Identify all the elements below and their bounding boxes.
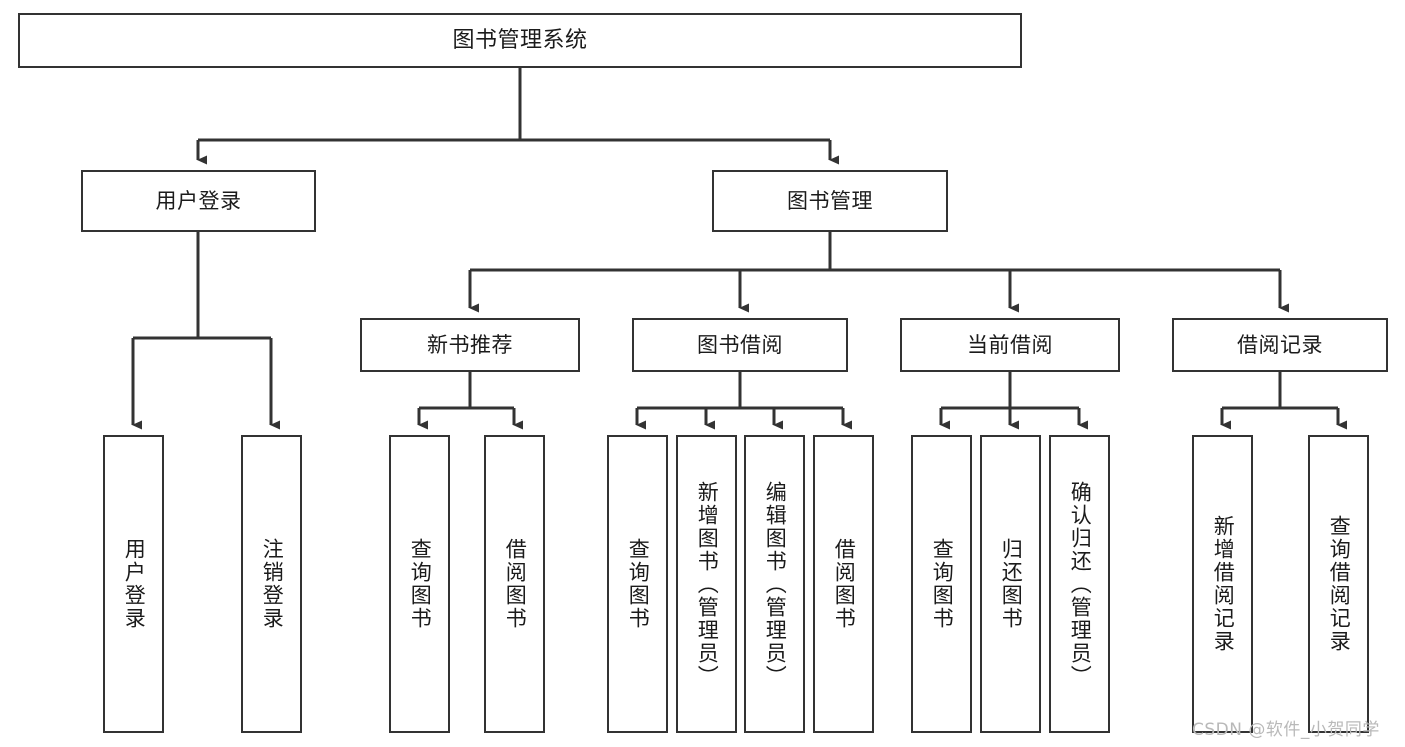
node-user-login-label: 用户登录 xyxy=(155,188,242,213)
node-book-borrow[interactable]: 图书借阅 xyxy=(632,318,848,372)
leaf-current-return-book-label: 归还图书 xyxy=(999,538,1024,630)
leaf-records-query-record-label: 查询借阅记录 xyxy=(1327,515,1352,653)
leaf-current-confirm-return-label: 确认归还（管理员） xyxy=(1068,480,1093,688)
leaf-user-login-login[interactable]: 用户登录 xyxy=(103,435,164,733)
leaf-recommend-query-book-label: 查询图书 xyxy=(408,538,433,630)
node-new-book-recommend[interactable]: 新书推荐 xyxy=(360,318,580,372)
leaf-borrow-borrow-book-label: 借阅图书 xyxy=(832,538,857,630)
node-book-borrow-label: 图书借阅 xyxy=(697,332,783,357)
leaf-records-query-record[interactable]: 查询借阅记录 xyxy=(1308,435,1369,733)
leaf-user-login-login-label: 用户登录 xyxy=(122,538,147,630)
leaf-recommend-borrow-book-label: 借阅图书 xyxy=(503,538,528,630)
leaf-borrow-query-book[interactable]: 查询图书 xyxy=(607,435,668,733)
node-current-borrow-label: 当前借阅 xyxy=(967,332,1053,357)
leaf-current-confirm-return[interactable]: 确认归还（管理员） xyxy=(1049,435,1110,733)
node-root-system[interactable]: 图书管理系统 xyxy=(18,13,1022,68)
leaf-records-add-record-label: 新增借阅记录 xyxy=(1211,515,1236,653)
leaf-borrow-add-book[interactable]: 新增图书（管理员） xyxy=(676,435,737,733)
leaf-recommend-query-book[interactable]: 查询图书 xyxy=(389,435,450,733)
node-book-management[interactable]: 图书管理 xyxy=(712,170,948,232)
leaf-borrow-edit-book[interactable]: 编辑图书（管理员） xyxy=(744,435,805,733)
leaf-current-return-book[interactable]: 归还图书 xyxy=(980,435,1041,733)
leaf-records-add-record[interactable]: 新增借阅记录 xyxy=(1192,435,1253,733)
leaf-borrow-borrow-book[interactable]: 借阅图书 xyxy=(813,435,874,733)
leaf-borrow-query-book-label: 查询图书 xyxy=(626,538,651,630)
leaf-borrow-edit-book-label: 编辑图书（管理员） xyxy=(763,480,788,688)
node-user-login[interactable]: 用户登录 xyxy=(81,170,316,232)
leaf-user-login-logout[interactable]: 注销登录 xyxy=(241,435,302,733)
leaf-current-query-book-label: 查询图书 xyxy=(930,538,955,630)
node-borrow-records[interactable]: 借阅记录 xyxy=(1172,318,1388,372)
node-book-management-label: 图书管理 xyxy=(787,188,873,213)
node-borrow-records-label: 借阅记录 xyxy=(1237,332,1323,357)
node-new-book-recommend-label: 新书推荐 xyxy=(427,332,513,357)
leaf-borrow-add-book-label: 新增图书（管理员） xyxy=(695,480,720,688)
leaf-current-query-book[interactable]: 查询图书 xyxy=(911,435,972,733)
csdn-watermark: CSDN @软件_小贺同学 xyxy=(1192,720,1380,740)
node-root-label: 图书管理系统 xyxy=(452,27,588,53)
leaf-recommend-borrow-book[interactable]: 借阅图书 xyxy=(484,435,545,733)
leaf-user-login-logout-label: 注销登录 xyxy=(260,538,285,630)
node-current-borrow[interactable]: 当前借阅 xyxy=(900,318,1120,372)
